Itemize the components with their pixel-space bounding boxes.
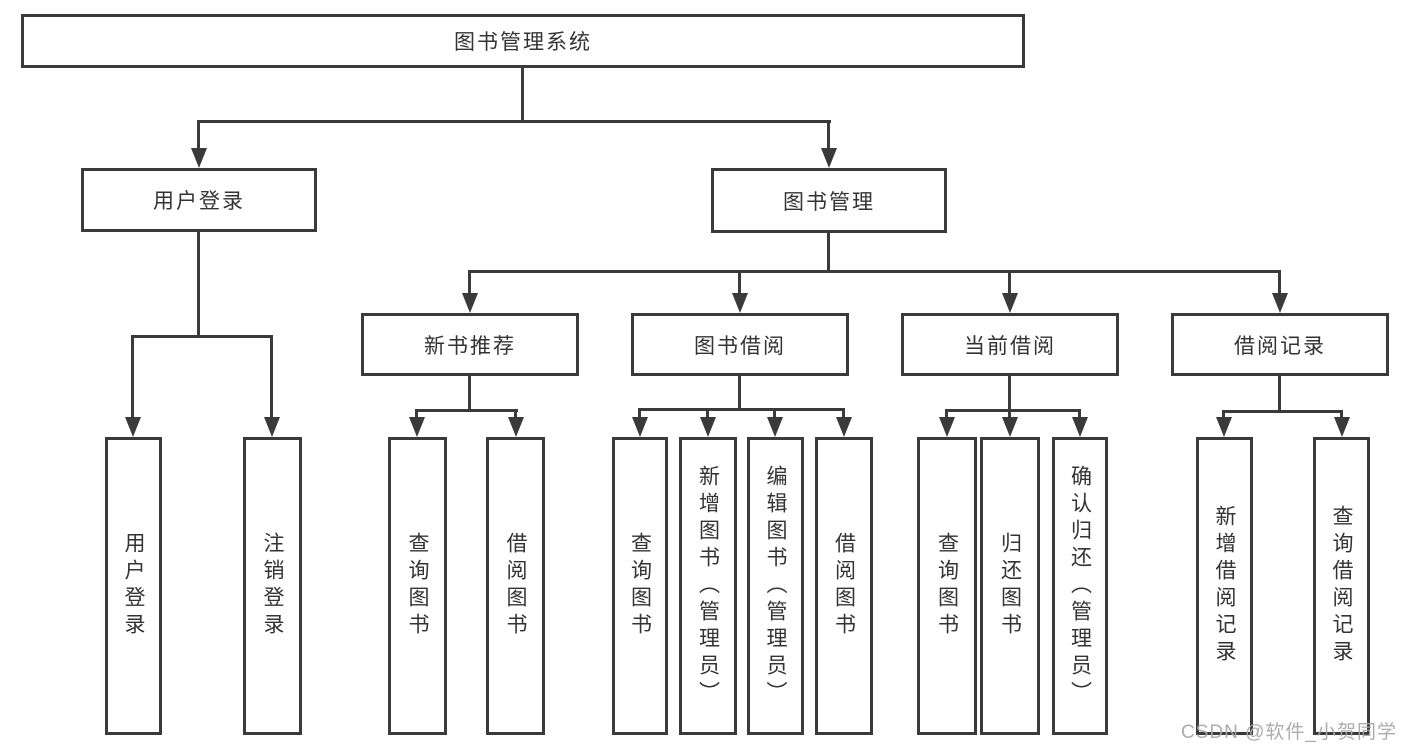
- arrowhead-leaf-edit-book: [767, 417, 783, 437]
- arrowhead-leaf-confirm-return: [1072, 417, 1088, 437]
- connector-to-book-borrow: [738, 270, 741, 295]
- connector-to-new-book-rec: [468, 270, 471, 295]
- node-book-borrow: 图书借阅: [631, 313, 849, 376]
- node-book-mgmt: 图书管理: [711, 168, 947, 233]
- connector-to-leaf-query-current: [945, 409, 948, 419]
- node-leaf-borrow-book-rec: 借阅图书: [486, 437, 545, 735]
- connector-book-borrow-split: [638, 408, 844, 411]
- arrowhead-leaf-add-book: [700, 417, 716, 437]
- node-leaf-query-borrow-record: 查询借阅记录: [1313, 437, 1370, 735]
- csdn-watermark: CSDN @软件_小贺同学: [1181, 722, 1397, 743]
- connector-borrow-records-split: [1222, 410, 1342, 413]
- connector-new-book-rec-split: [415, 409, 518, 412]
- connector-to-leaf-query-rec: [415, 409, 418, 419]
- connector-to-leaf-user-login: [131, 335, 134, 419]
- connector-to-leaf-add-record: [1222, 410, 1225, 419]
- connector-new-book-rec-stem: [468, 376, 471, 409]
- arrowhead-leaf-logout: [264, 417, 280, 437]
- connector-to-leaf-add-book: [706, 408, 709, 419]
- connector-user-login-split: [131, 335, 272, 338]
- connector-book-mgmt-split: [468, 270, 1280, 273]
- arrowhead-user-login: [191, 148, 207, 168]
- arrowhead-book-mgmt: [821, 148, 837, 168]
- node-leaf-edit-book-admin: 编辑图书（管理员）: [747, 437, 804, 735]
- node-leaf-query-book-borrow: 查询图书: [612, 437, 668, 735]
- arrowhead-leaf-query-rec: [409, 417, 425, 437]
- connector-to-leaf-edit-book: [773, 408, 776, 419]
- connector-to-borrow-records: [1278, 270, 1281, 295]
- arrowhead-book-borrow: [732, 293, 748, 313]
- arrowhead-leaf-query-record: [1334, 417, 1350, 437]
- node-leaf-query-book-current: 查询图书: [917, 437, 977, 735]
- connector-root-split: [197, 120, 831, 123]
- node-leaf-user-login: 用户登录: [105, 437, 162, 735]
- node-leaf-query-book-rec: 查询图书: [388, 437, 447, 735]
- connector-to-leaf-query-record: [1340, 410, 1343, 419]
- connector-root-stem: [521, 68, 524, 120]
- arrowhead-leaf-query-borrow: [632, 417, 648, 437]
- connector-borrow-records-stem: [1278, 376, 1281, 410]
- connector-to-leaf-query-borrow: [638, 408, 641, 419]
- arrowhead-leaf-query-current: [939, 417, 955, 437]
- connector-current-borrow-stem: [1008, 376, 1011, 409]
- arrowhead-leaf-borrow-rec: [508, 417, 524, 437]
- connector-user-login-stem: [197, 232, 200, 335]
- node-new-book-rec: 新书推荐: [361, 313, 579, 376]
- connector-to-book-mgmt: [827, 120, 830, 150]
- arrowhead-leaf-add-record: [1216, 417, 1232, 437]
- arrowhead-new-book-rec: [462, 293, 478, 313]
- connector-book-mgmt-stem: [827, 233, 830, 270]
- connector-to-leaf-borrow-rec: [514, 409, 517, 419]
- arrowhead-leaf-user-login: [125, 417, 141, 437]
- node-leaf-add-book-admin: 新增图书（管理员）: [679, 437, 737, 735]
- connector-to-leaf-return-book: [1008, 409, 1011, 419]
- node-leaf-logout: 注销登录: [243, 437, 302, 735]
- node-current-borrow: 当前借阅: [901, 313, 1119, 376]
- connector-book-borrow-stem: [738, 376, 741, 408]
- node-library-system: 图书管理系统: [21, 14, 1025, 68]
- connector-to-leaf-borrow-borrow: [842, 408, 845, 419]
- node-user-login: 用户登录: [81, 168, 317, 232]
- arrowhead-borrow-records: [1272, 293, 1288, 313]
- arrowhead-leaf-return-book: [1002, 417, 1018, 437]
- arrowhead-leaf-borrow-borrow: [836, 417, 852, 437]
- connector-current-borrow-split: [945, 409, 1080, 412]
- connector-to-leaf-logout: [270, 335, 273, 419]
- connector-to-user-login: [197, 120, 200, 150]
- connector-to-leaf-confirm-return: [1078, 409, 1081, 419]
- connector-to-current-borrow: [1008, 270, 1011, 295]
- arrowhead-current-borrow: [1002, 293, 1018, 313]
- node-leaf-return-book: 归还图书: [980, 437, 1040, 735]
- node-leaf-add-borrow-record: 新增借阅记录: [1196, 437, 1253, 735]
- node-leaf-borrow-book-borrow: 借阅图书: [815, 437, 873, 735]
- node-leaf-confirm-return-admin: 确认归还（管理员）: [1052, 437, 1108, 735]
- node-borrow-records: 借阅记录: [1171, 313, 1389, 376]
